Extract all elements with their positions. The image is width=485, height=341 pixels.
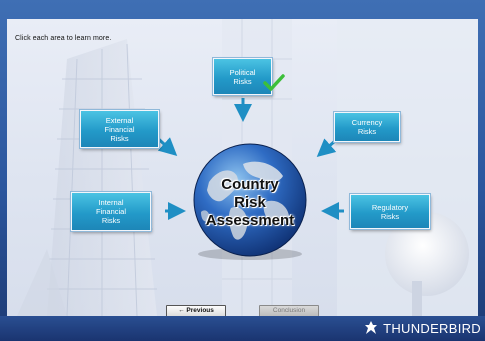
political-risks-label-2: Risks (233, 76, 252, 86)
currency-risks-label-2: Risks (357, 127, 377, 136)
checkmark-icon (263, 74, 285, 91)
external-financial-risks-button[interactable]: External Financial Risks (80, 110, 159, 148)
globe-icon (193, 143, 307, 260)
internal-financial-risks-button[interactable]: Internal Financial Risks (71, 192, 151, 231)
background-illustration (17, 19, 478, 316)
footer-bar (0, 316, 485, 341)
external-financial-risks-label-1: External (105, 115, 134, 125)
internal-financial-risks-label-1: Internal (98, 198, 124, 207)
country-risk-globe: Country Risk Assessment (179, 142, 321, 262)
regulatory-risks-label-2: Risks (380, 211, 400, 221)
internal-financial-risks-label-3: Risks (101, 216, 121, 225)
regulatory-risks-label-1: Regulatory (371, 202, 409, 212)
globe-title-line1: Country (221, 176, 279, 193)
regulatory-risks-button[interactable]: Regulatory Risks (350, 194, 430, 229)
internal-financial-risks-label-2: Financial (95, 207, 126, 216)
thunderbird-brand: THUNDERBIRD (363, 318, 481, 338)
instruction-text: Click each area to learn more. (15, 35, 112, 42)
political-risks-button[interactable]: Political Risks (213, 58, 272, 95)
globe-title-line3: Assessment (205, 212, 295, 229)
thunderbird-logo-icon (365, 321, 378, 334)
slide-stage: Click each area to learn more. (7, 19, 478, 316)
globe-title-line2: Risk (234, 194, 266, 211)
brand-name: THUNDERBIRD (383, 320, 481, 336)
political-risks-label-1: Political (229, 67, 256, 77)
external-financial-risks-label-3: Risks (110, 133, 129, 143)
currency-risks-button[interactable]: Currency Risks (334, 112, 400, 142)
currency-risks-label-1: Currency (351, 118, 383, 127)
external-financial-risks-label-2: Financial (104, 124, 135, 134)
